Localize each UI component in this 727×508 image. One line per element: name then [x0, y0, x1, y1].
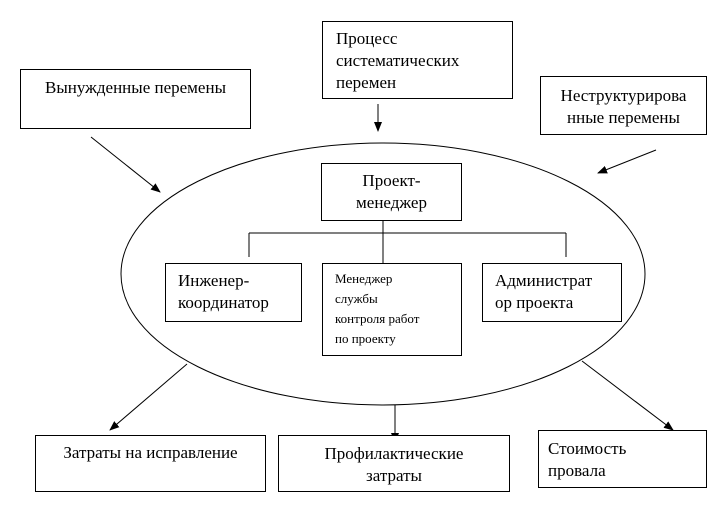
- preventive-costs-box: Профилактические затраты: [278, 435, 510, 492]
- systematic-label-2: систематических: [336, 51, 460, 70]
- team-ellipse: [120, 142, 646, 406]
- project-manager-box: Проект- менеджер: [321, 163, 462, 221]
- administrator-label-2: ор проекта: [495, 293, 574, 312]
- correction-costs-box: Затраты на исправление: [35, 435, 266, 492]
- failure-label-1: Стоимость: [548, 439, 627, 458]
- arrow-unstructured: [597, 149, 657, 174]
- control-manager-label-1: Менеджер: [335, 271, 393, 286]
- preventive-label-2: затраты: [366, 466, 422, 485]
- correction-costs-label: Затраты на исправление: [63, 443, 238, 462]
- project-manager-label-2: менеджер: [356, 193, 427, 212]
- control-manager-box: Менеджер службы контроля работ по проект…: [322, 263, 462, 356]
- failure-label-2: провала: [548, 461, 606, 480]
- engineer-label-1: Инженер-: [178, 271, 250, 290]
- control-manager-label-4: по проекту: [335, 331, 396, 346]
- unstructured-changes-box: Неструктурирова нные перемены: [540, 76, 707, 135]
- project-manager-label-1: Проект-: [362, 171, 421, 190]
- systematic-label-3: перемен: [336, 73, 397, 92]
- arrow-forced: [90, 136, 161, 193]
- unstructured-label-2: нные перемены: [567, 108, 680, 127]
- arrow-correction: [109, 363, 188, 431]
- administrator-label-1: Администрат: [495, 271, 593, 290]
- unstructured-label-1: Неструктурирова: [560, 86, 687, 105]
- control-manager-label-2: службы: [335, 291, 378, 306]
- preventive-label-1: Профилактические: [324, 444, 464, 463]
- project-administrator-box: Администрат ор проекта: [482, 263, 622, 322]
- systematic-changes-box: Процесс систематических перемен: [322, 21, 513, 99]
- arrow-failure: [581, 360, 674, 431]
- engineer-label-2: координатор: [178, 293, 269, 312]
- engineer-coordinator-box: Инженер- координатор: [165, 263, 302, 322]
- control-manager-label-3: контроля работ: [335, 311, 420, 326]
- forced-changes-label: Вынужденные перемены: [45, 78, 226, 97]
- failure-cost-box: Стоимость провала: [538, 430, 707, 488]
- systematic-label-1: Процесс: [336, 29, 398, 48]
- forced-changes-box: Вынужденные перемены: [20, 69, 251, 129]
